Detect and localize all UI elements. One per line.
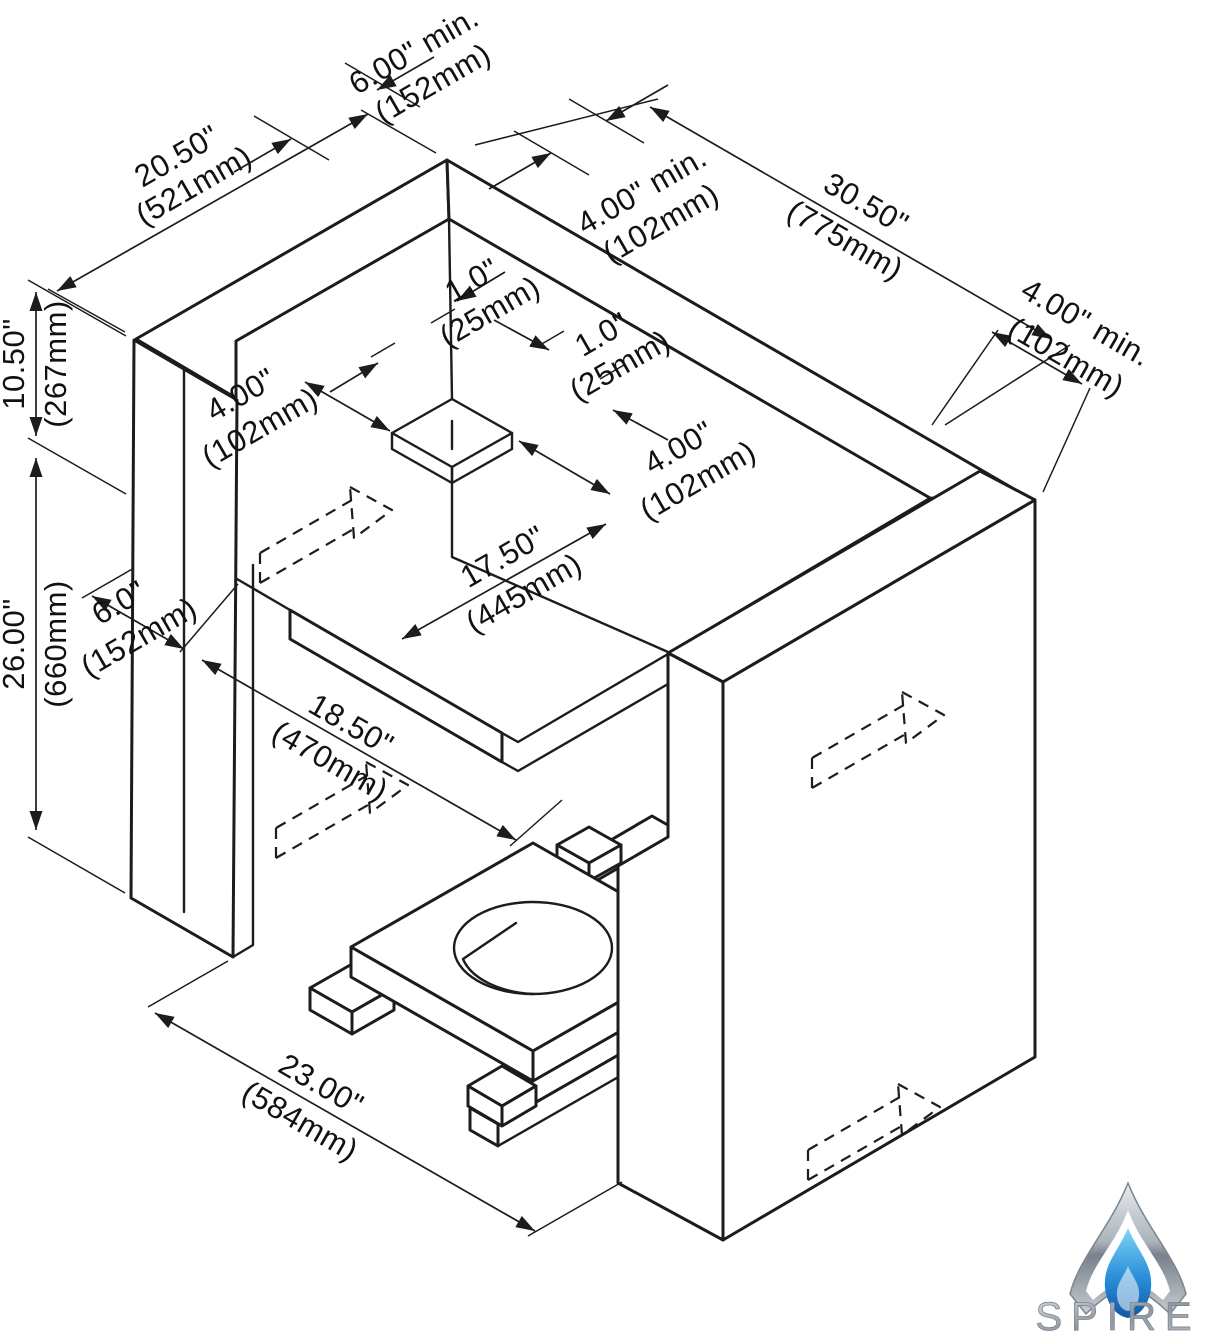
airflow-arrow-icon bbox=[258, 485, 394, 584]
airflow-arrow-icon bbox=[810, 690, 946, 789]
right-panel-front-face bbox=[616, 651, 725, 1242]
dimension-opening-width: 17.50" (445mm) bbox=[401, 518, 607, 640]
spire-logo: SPIRE bbox=[1035, 1180, 1200, 1338]
dim-label: (660mm) bbox=[38, 580, 73, 708]
dimension-height-upper: 10.50" (267mm) bbox=[0, 279, 127, 495]
right-wall-panel bbox=[616, 469, 1037, 1242]
dimension-top-clearance: 6.00" min. (152mm) bbox=[233, 0, 497, 173]
airflow-arrow-icon bbox=[806, 1082, 942, 1181]
flame-inner-icon bbox=[1116, 1266, 1140, 1311]
dimension-vent-offset-back: 4.00" (102mm) bbox=[518, 414, 762, 527]
dimension-side-clearance-right: 4.00" min. (102mm) bbox=[931, 271, 1157, 493]
spire-wordmark: SPIRE bbox=[1035, 1295, 1200, 1338]
vent-hole bbox=[390, 397, 514, 485]
dim-label: 26.00" bbox=[0, 598, 31, 690]
dim-label: 10.50" bbox=[0, 318, 31, 410]
dimension-height-lower: 26.00" (660mm) bbox=[0, 458, 126, 894]
dim-label: (267mm) bbox=[38, 300, 73, 428]
